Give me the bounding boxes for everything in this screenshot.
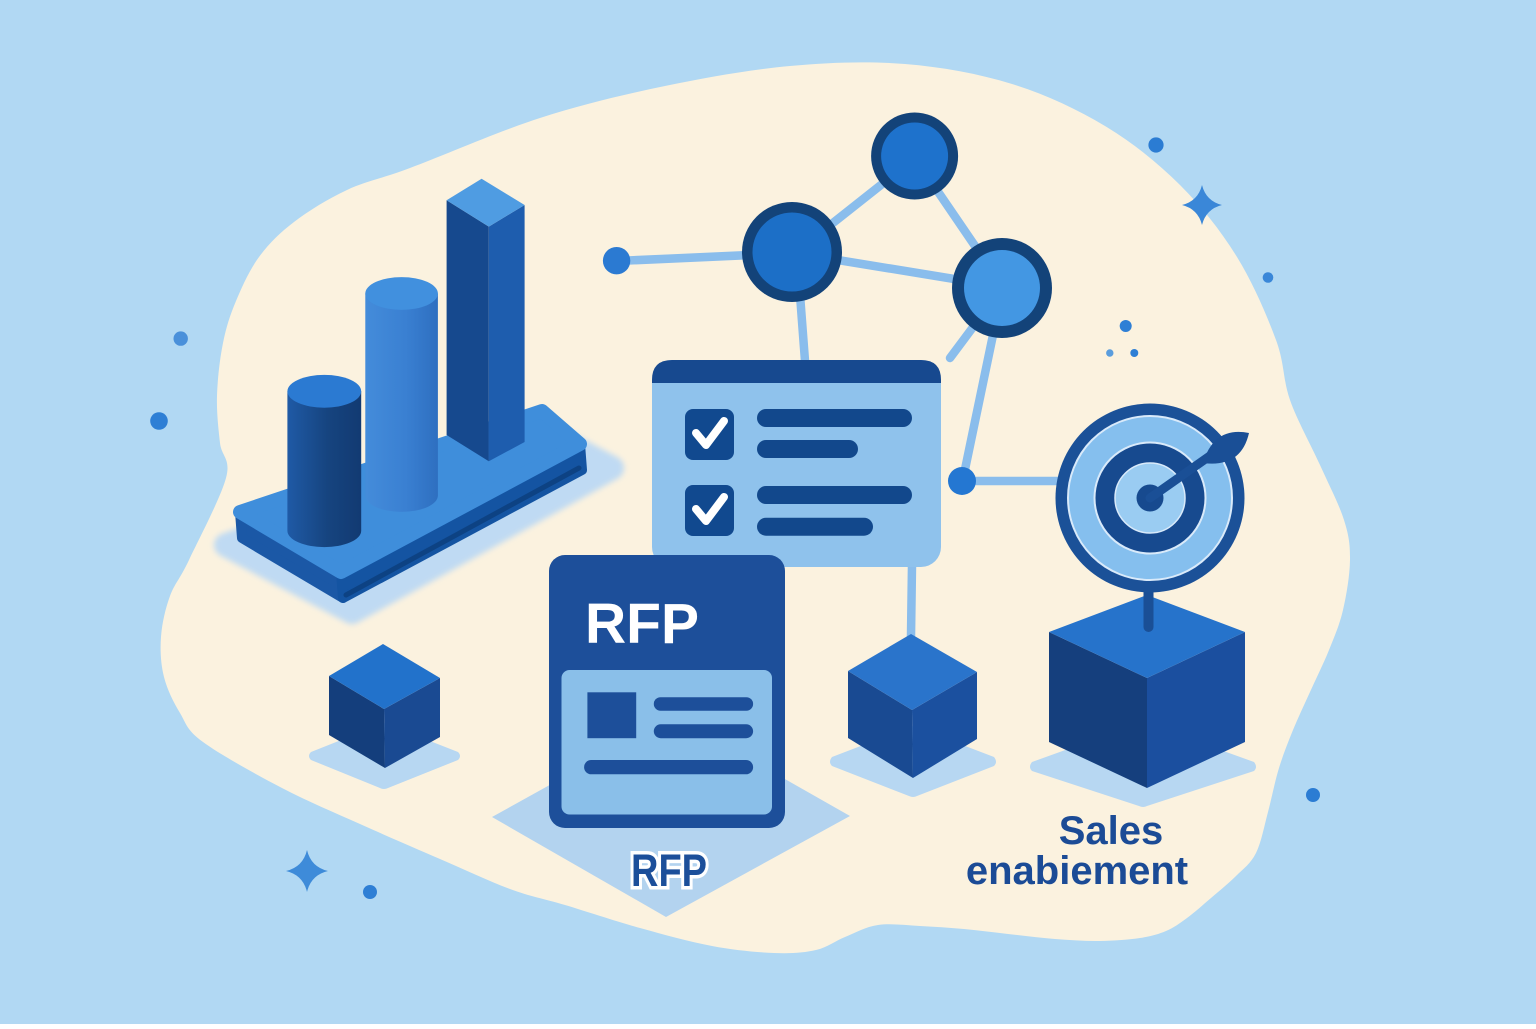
svg-text:enabiement: enabiement — [966, 849, 1188, 893]
svg-text:RFP: RFP — [585, 592, 699, 656]
svg-text:Sales: Sales — [1059, 809, 1164, 853]
svg-text:RFP: RFP — [631, 845, 707, 896]
